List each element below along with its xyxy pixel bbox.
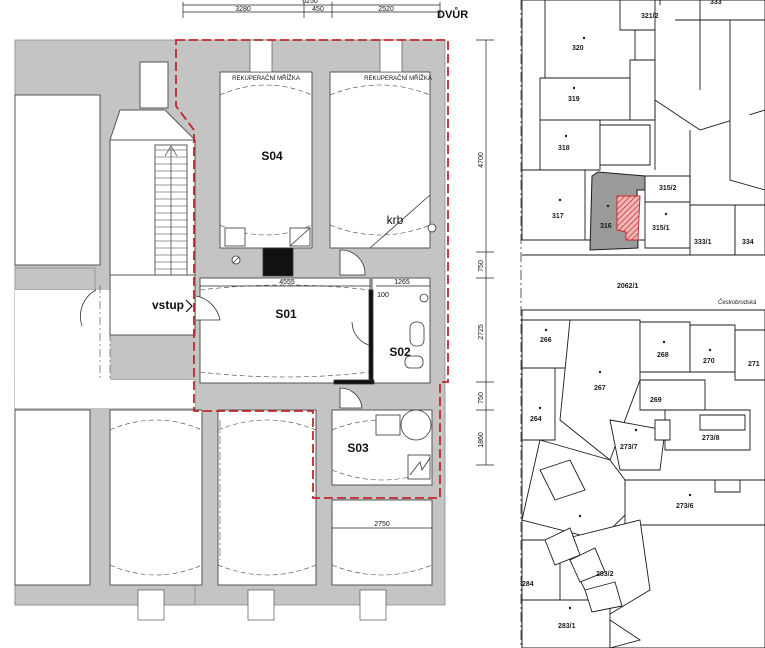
svg-text:750: 750 — [478, 392, 485, 404]
inner-dimension-lines — [200, 285, 432, 529]
lower-room-d — [14, 409, 91, 586]
parcel-label: 273/7 — [620, 444, 638, 451]
parcel-label: 266 — [540, 337, 552, 344]
room-s04-right — [329, 71, 431, 249]
stair-shaft — [139, 61, 169, 109]
lower-room-b — [217, 409, 317, 586]
windows — [137, 39, 403, 621]
dim-s02-width: 1265 — [394, 279, 410, 286]
parcel-label: 319 — [568, 96, 580, 103]
upper-block-parcels — [521, 0, 765, 256]
parcel-label: 334 — [742, 239, 754, 246]
parcel-label: 273/8 — [702, 435, 720, 442]
parcel-labels: 321/2 333 320 319 318 317 316 315/2 315/… — [522, 0, 760, 630]
parcel-label: 267 — [594, 385, 606, 392]
svg-text:2725: 2725 — [478, 324, 485, 340]
parcel-label: 264 — [530, 416, 542, 423]
fixtures — [80, 194, 437, 480]
right-dimension-labels: 4700 750 2725 750 1860 — [478, 152, 485, 448]
room-s04-left — [219, 71, 313, 249]
corridor-lower — [15, 380, 195, 408]
room-label-krb: krb — [387, 213, 404, 227]
staircase-head — [109, 109, 197, 141]
room-label-s02: S02 — [389, 345, 411, 359]
lower-room-c — [331, 499, 433, 586]
staircase — [154, 144, 188, 276]
recuperation-label-left: REKUPERAČNÍ MŘÍŽKA — [232, 74, 300, 82]
floor-plan: 6250 3280 450 2520 DVŮR REKUPERAČNÍ MŘÍŽ… — [14, 0, 494, 621]
parcel-label: 268 — [657, 352, 669, 359]
parcel-label: 315/1 — [652, 225, 670, 232]
parcel-label: 2062/1 — [617, 283, 639, 290]
right-dimension — [476, 39, 494, 466]
parcel-label: 321/2 — [641, 13, 659, 20]
left-upper-room — [14, 94, 101, 266]
street-name: Českobrodská — [718, 299, 757, 306]
parcel-label: 333/1 — [694, 239, 712, 246]
svg-text:4700: 4700 — [478, 152, 485, 168]
room-label-s04: S04 — [261, 149, 283, 163]
parcel-label: 283/1 — [558, 623, 576, 630]
parcel-label: 333 — [710, 0, 722, 6]
parcel-label: 283/2 — [596, 571, 614, 578]
parcel-label: 271 — [748, 361, 760, 368]
parcel-label: 318 — [558, 145, 570, 152]
top-dimension — [182, 2, 441, 18]
parcel-label: 317 — [552, 213, 564, 220]
top-dim-2: 450 — [312, 6, 324, 13]
parcel-markers — [538, 36, 712, 610]
highlighted-unit — [616, 195, 641, 241]
parcel-label: 315/2 — [659, 185, 677, 192]
cadastral-map: 321/2 333 320 319 318 317 316 315/2 315/… — [500, 0, 765, 648]
room-s01 — [199, 277, 371, 384]
parcel-label: 270 — [703, 358, 715, 365]
parcel-label: 284 — [522, 581, 534, 588]
entrance-label: vstup — [152, 298, 184, 312]
parcel-label: 316 — [600, 223, 612, 230]
parcel-label: 269 — [650, 397, 662, 404]
room-label-s03: S03 — [347, 441, 369, 455]
left-corridor — [15, 290, 110, 380]
svg-text:1860: 1860 — [478, 432, 485, 448]
courtyard-label: DVŮR — [437, 7, 468, 21]
room-label-s01: S01 — [275, 307, 297, 321]
top-total-dimension: 6250 — [302, 0, 318, 5]
lower-room-a — [109, 409, 203, 586]
svg-text:750: 750 — [478, 260, 485, 272]
top-dim-3: 2520 — [378, 6, 394, 13]
parcel-label: 320 — [572, 45, 584, 52]
entry-hall — [109, 274, 196, 336]
lower-block-parcels — [521, 309, 765, 648]
dim-door-width: 100 — [377, 292, 389, 299]
recuperation-label-right: REKUPERAČNÍ MŘÍŽKA — [364, 74, 432, 82]
apartment-boundary — [175, 39, 449, 499]
dim-s01-width: 4555 — [279, 279, 295, 286]
dim-lower-width: 2750 — [374, 521, 390, 528]
top-dim-1: 3280 — [235, 6, 251, 13]
entrance-arrow — [185, 299, 193, 313]
parcel-label: 273/6 — [676, 503, 694, 510]
